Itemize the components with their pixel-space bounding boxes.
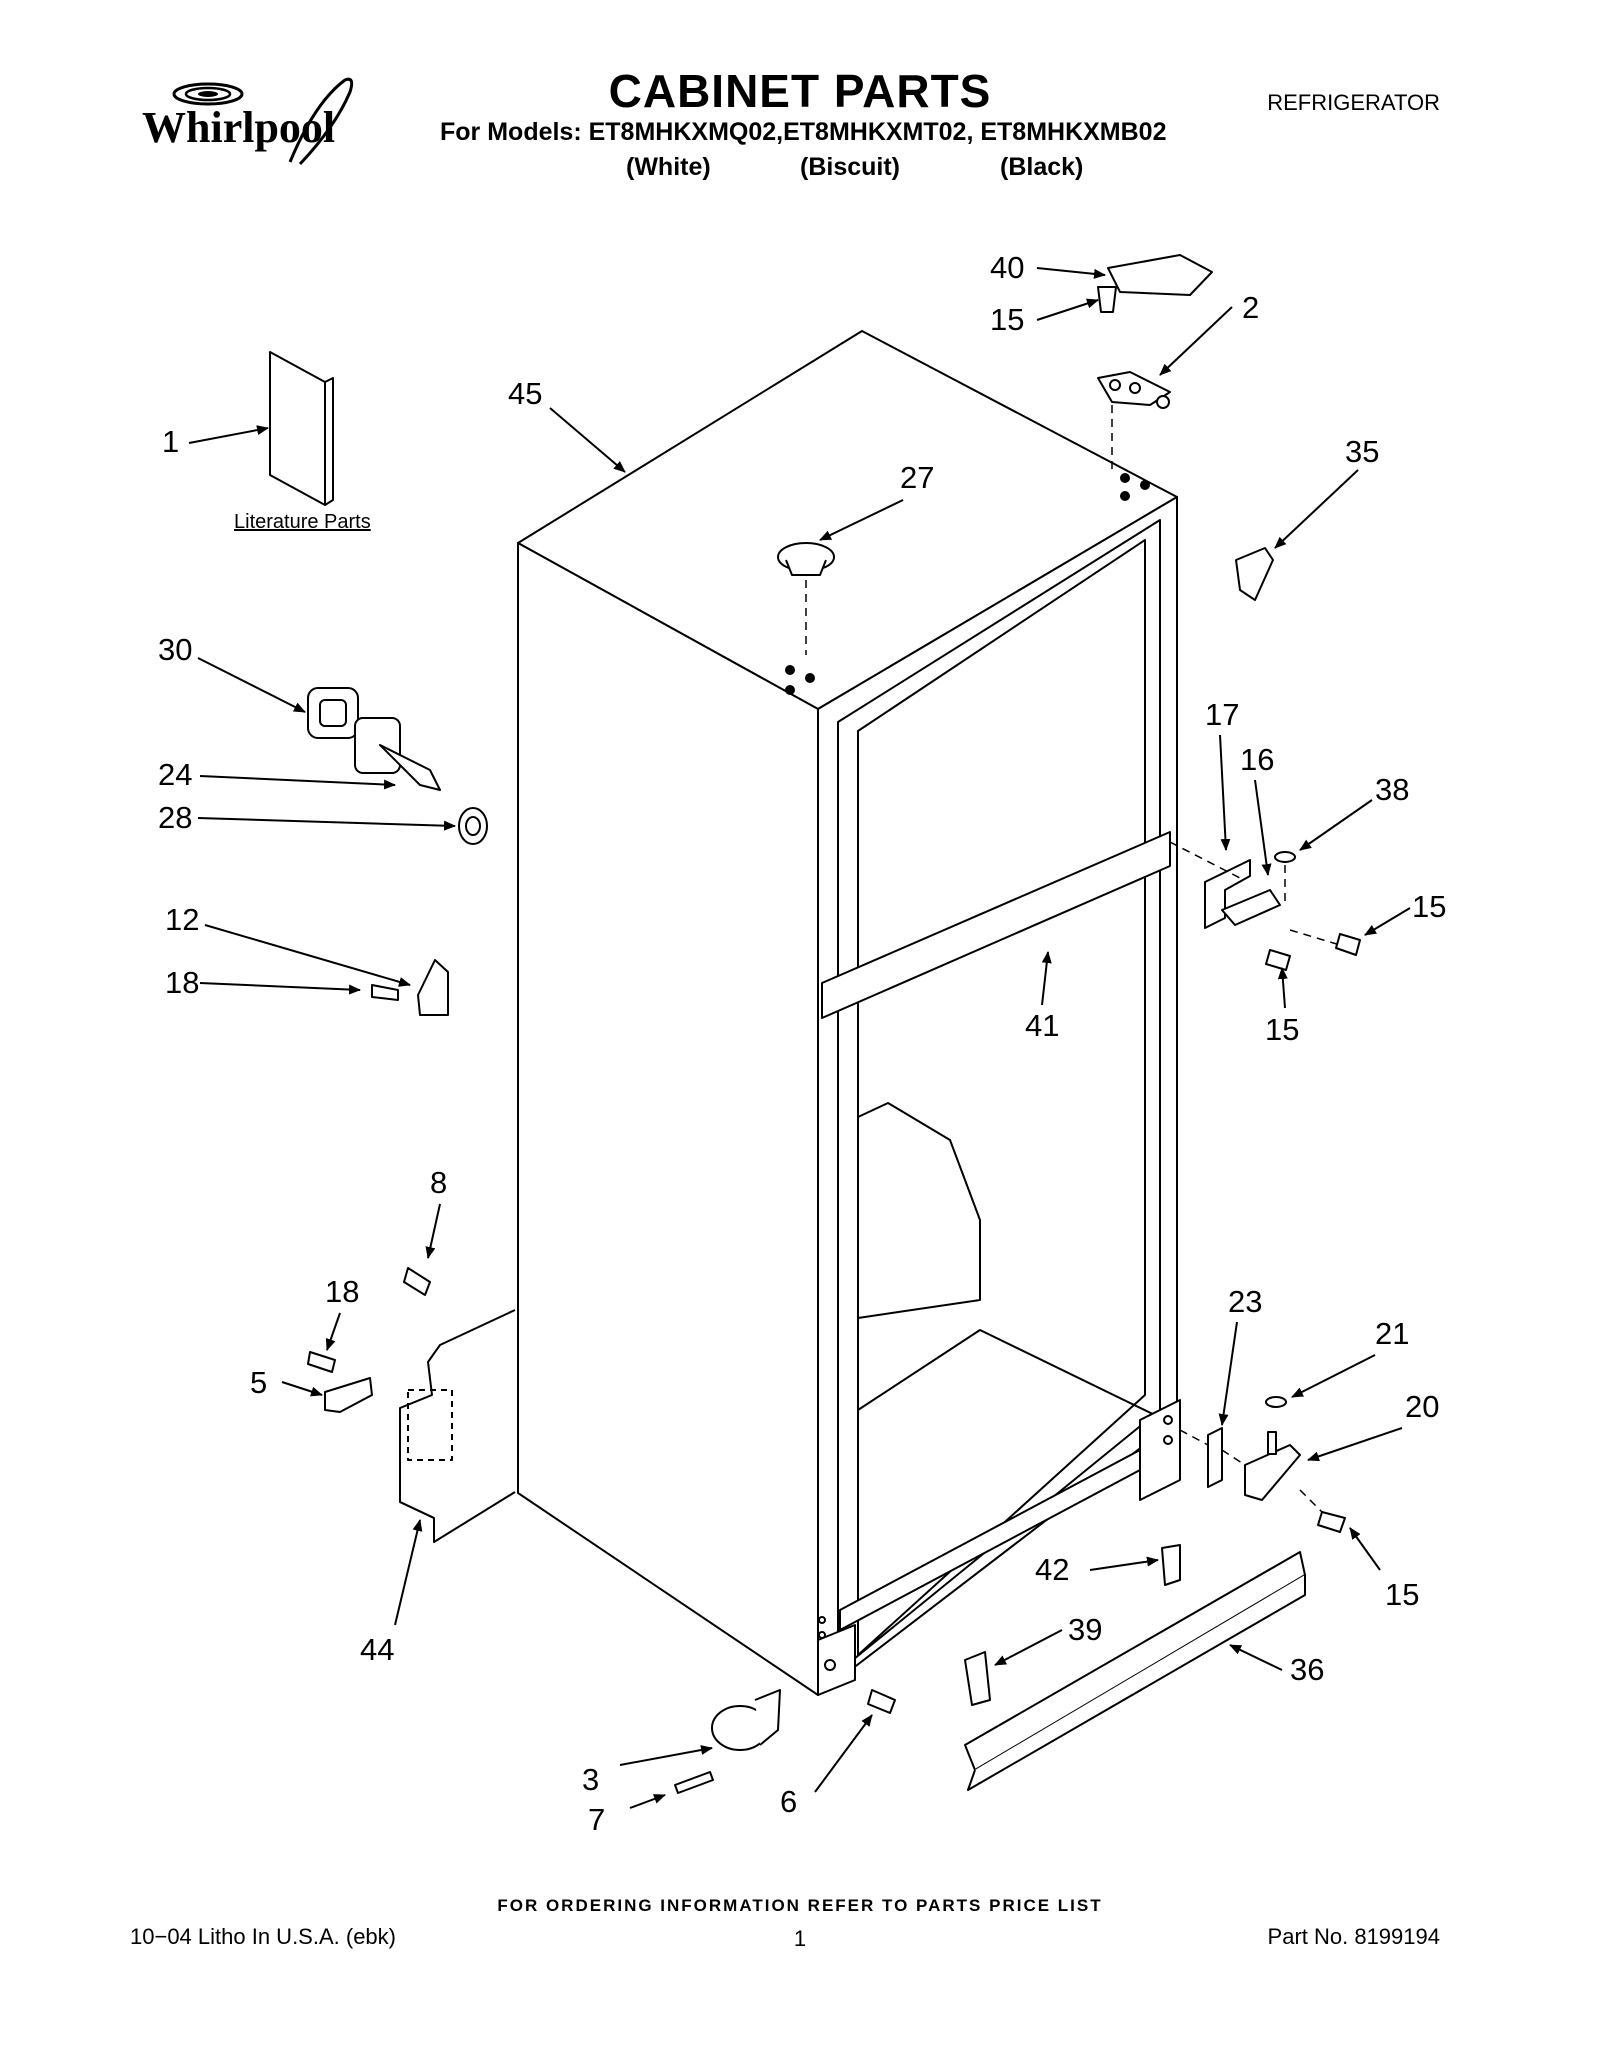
callout-label: 30 (158, 632, 192, 667)
door-stop-icon (417, 959, 449, 1016)
page-number: 1 (793, 1926, 807, 1951)
product-type: REFRIGERATOR (1267, 90, 1440, 115)
model-variants: (White) (Biscuit) (Black) (0, 153, 1600, 185)
screw-icon (1265, 949, 1291, 971)
whirlpool-logo: Whirlpool (142, 77, 354, 166)
screw-icon (1317, 1511, 1346, 1533)
variant-biscuit: (Biscuit) (800, 153, 900, 181)
callout-label: 12 (165, 902, 199, 937)
callout-label: 35 (1345, 434, 1379, 469)
callout-label: 44 (360, 1632, 394, 1667)
clip-icon (1161, 1544, 1181, 1586)
callout-label: 23 (1228, 1284, 1262, 1319)
callout-label: 17 (1205, 697, 1239, 732)
alignment-lines (805, 405, 1341, 1513)
toe-grille-icon (964, 1551, 1306, 1771)
page-title: CABINET PARTS (608, 65, 992, 117)
callout-label: 1 (162, 424, 179, 459)
screw-icon (867, 1689, 896, 1714)
callout-label: 42 (1035, 1552, 1069, 1587)
callout-label: 15 (1385, 1577, 1419, 1612)
variant-black: (Black) (1000, 153, 1084, 181)
screw-icon (403, 1267, 431, 1296)
screw-icon (307, 1351, 336, 1373)
washer-icon (1265, 1396, 1287, 1408)
screw-icon (1097, 286, 1117, 313)
clip-icon (324, 1377, 373, 1413)
models-line: For Models: ET8MHKXMQ02,ET8MHKXMT02, ET8… (440, 118, 1167, 146)
callout-label: 41 (1025, 1008, 1059, 1043)
callout-label: 7 (588, 1802, 605, 1837)
callout-label: 24 (158, 757, 192, 792)
spacer-icon (1207, 1427, 1223, 1488)
lower-hinge-icon (1244, 1444, 1301, 1501)
cabinet-outline (399, 330, 1181, 1696)
callout-label: 27 (900, 460, 934, 495)
callout-label: 28 (158, 800, 192, 835)
pin-icon (674, 1771, 714, 1794)
literature-parts-caption: Literature Parts (234, 511, 371, 533)
center-hinge-icon (1221, 889, 1281, 926)
callout-label: 40 (990, 250, 1024, 285)
callout-label: 18 (325, 1274, 359, 1309)
screw-icon (1335, 933, 1361, 956)
callout-label: 20 (1405, 1389, 1439, 1424)
part-number: Part No. 8199194 (1267, 1924, 1440, 1949)
washer-icon (1274, 851, 1296, 863)
literature-booklet-icon (269, 351, 326, 506)
callout-label: 21 (1375, 1316, 1409, 1351)
logo-wordmark: Whirlpool (142, 103, 335, 152)
callout-label: 8 (430, 1165, 447, 1200)
callout-label: 15 (1412, 889, 1446, 924)
ordering-note: FOR ORDERING INFORMATION REFER TO PARTS … (497, 1896, 1103, 1915)
callout-label: 2 (1242, 290, 1259, 325)
callout-label: 6 (780, 1784, 797, 1819)
callout-label: 18 (165, 965, 199, 1000)
hinge-cap-icon (1235, 547, 1274, 601)
variant-white: (White) (626, 153, 711, 181)
callout-label: 15 (990, 302, 1024, 337)
clip-icon (964, 1651, 991, 1706)
screw-icon (371, 984, 399, 1001)
hinge-cover-icon (1107, 254, 1213, 296)
callout-label: 45 (508, 376, 542, 411)
callout-label: 38 (1375, 772, 1409, 807)
hole-plug-icon (354, 717, 401, 774)
callout-label: 39 (1068, 1612, 1102, 1647)
callout-numbers: 40 15 2 45 1 27 35 30 17 16 24 38 28 15 … (158, 250, 1446, 1837)
loose-parts (269, 254, 1361, 1794)
callout-label: 3 (582, 1762, 599, 1797)
callout-label: 15 (1265, 1012, 1299, 1047)
callout-label: 5 (250, 1365, 267, 1400)
callout-label: 16 (1240, 742, 1274, 777)
litho-info: 10−04 Litho In U.S.A. (ebk) (130, 1924, 396, 1949)
leader-lines (188, 267, 1411, 1809)
callout-label: 36 (1290, 1652, 1324, 1687)
